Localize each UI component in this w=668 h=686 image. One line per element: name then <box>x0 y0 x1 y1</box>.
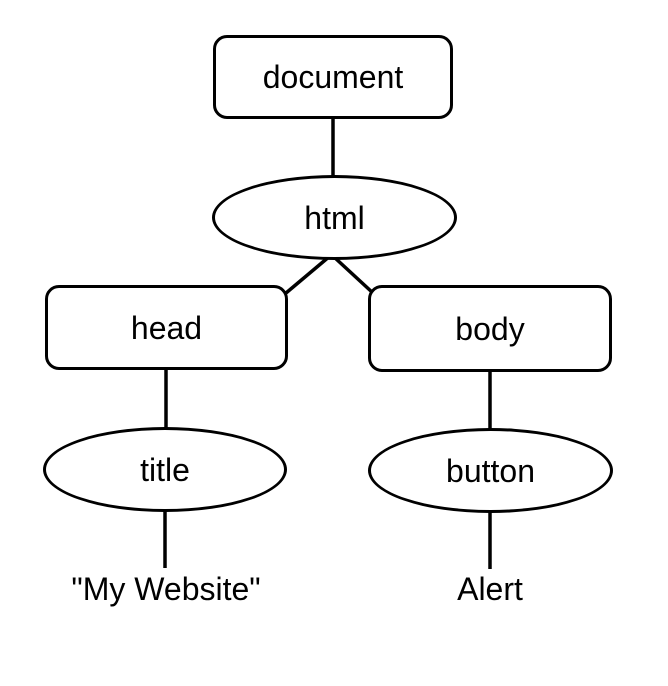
node-html-label: html <box>304 199 365 236</box>
node-title: title <box>43 427 287 512</box>
node-body: body <box>368 285 612 372</box>
node-head: head <box>45 285 288 370</box>
node-html: html <box>212 175 457 260</box>
leaf-text-my-website: "My Website" <box>71 571 261 607</box>
node-document: document <box>213 35 453 119</box>
edge-html-body <box>332 255 375 295</box>
node-title-label: title <box>140 451 190 488</box>
edge-html-head <box>284 254 332 295</box>
node-button: button <box>368 428 613 513</box>
node-head-label: head <box>130 309 203 346</box>
leaf-text-alert: Alert <box>457 571 523 607</box>
node-document-label: document <box>262 59 404 95</box>
node-button-label: button <box>446 452 535 489</box>
node-body-label: body <box>455 310 525 347</box>
